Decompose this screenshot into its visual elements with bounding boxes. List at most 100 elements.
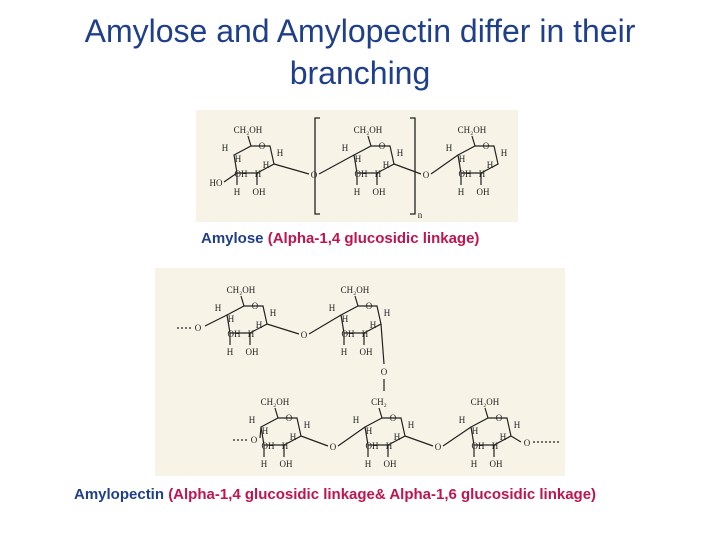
oh-label: OH [472, 441, 485, 451]
oh-label: OH [235, 169, 248, 179]
bond-line [318, 154, 355, 175]
h-label: H [383, 160, 390, 170]
h-label: H [459, 415, 466, 425]
h-label: H [255, 169, 262, 179]
amylose-linkage: (Alpha-1,4 glucosidic linkage) [267, 230, 480, 247]
h-label: H [487, 160, 494, 170]
glycosidic-oxygen-label: O [423, 170, 430, 180]
oh-label: OH [360, 347, 373, 357]
bond-line [266, 323, 300, 335]
oh-label: OH [373, 187, 386, 197]
h-label: H [222, 143, 229, 153]
glycosidic-oxygen-label: O [330, 442, 337, 452]
ring-oxygen-label: O [259, 141, 266, 151]
h-label: H [479, 169, 486, 179]
h-label: H [215, 303, 222, 313]
ch2oh-label: CH₂OH [261, 397, 290, 407]
ch2oh-label: CH₂OH [458, 125, 487, 135]
h-label: H [397, 148, 404, 158]
ring-oxygen-label: O [379, 141, 386, 151]
oh-label: OH [459, 169, 472, 179]
oh-label: OH [253, 187, 266, 197]
bond-line [484, 407, 489, 419]
repeat-n-label: n [418, 210, 423, 220]
oh-label: OH [246, 347, 259, 357]
h-label: H [375, 169, 382, 179]
oh-label: OH [477, 187, 490, 197]
h-label: H [270, 308, 277, 318]
ring-oxygen-label: O [366, 301, 373, 311]
bond-line [393, 163, 422, 175]
bond-line [223, 172, 238, 183]
h-label: H [235, 154, 242, 164]
h-label: H [458, 187, 465, 197]
bond-line [380, 323, 385, 365]
h-label: H [394, 432, 401, 442]
h-label: H [342, 143, 349, 153]
bond-line [404, 435, 434, 447]
h-label: H [341, 347, 348, 357]
amylose-caption: Amylose (Alpha-1,4 glucosidic linkage) [201, 230, 479, 247]
h-label: H [386, 441, 393, 451]
bond-line [247, 135, 252, 147]
oh-label: OH [366, 441, 379, 451]
ring-oxygen-label: O [390, 413, 397, 423]
ring-oxygen-label: O [496, 413, 503, 423]
ring-oxygen-label: O [252, 301, 259, 311]
bond-line [274, 407, 279, 419]
h-label: H [472, 426, 479, 436]
h-label: H [446, 143, 453, 153]
h-label: H [353, 415, 360, 425]
oh-label: OH [384, 459, 397, 469]
h-label: H [248, 329, 255, 339]
ch2oh-label: CH₂OH [354, 125, 383, 135]
h-label: H [492, 441, 499, 451]
repeat-bracket-right [410, 117, 416, 215]
amylopectin-caption: Amylopectin (Alpha-1,4 glucosidic linkag… [74, 486, 596, 503]
h-label: H [355, 154, 362, 164]
oh-label: OH [342, 329, 355, 339]
oh-label: OH [355, 169, 368, 179]
glycosidic-oxygen-label: O [195, 323, 202, 333]
h-label: H [408, 420, 415, 430]
bond-line [354, 295, 359, 307]
glycosidic-oxygen-label: O [301, 330, 308, 340]
h-label: H [261, 459, 268, 469]
bond-line [273, 163, 310, 175]
h-label: H [304, 420, 311, 430]
oh-label: OH [490, 459, 503, 469]
h-label: H [329, 303, 336, 313]
h-label: H [290, 432, 297, 442]
h-label: H [459, 154, 466, 164]
bond-line [308, 314, 342, 335]
bond-line [442, 426, 472, 447]
bond-line [337, 426, 366, 447]
ch2oh-label: CH₂ [371, 397, 387, 407]
bond-line [430, 154, 459, 175]
h-label: H [370, 320, 377, 330]
bond-line [378, 407, 383, 419]
ch2oh-label: CH₂OH [227, 285, 256, 295]
h-label: H [263, 160, 270, 170]
h-label: H [282, 441, 289, 451]
h-label: H [342, 314, 349, 324]
oh-label: OH [262, 441, 275, 451]
bond-line [240, 295, 245, 307]
h-label: H [365, 459, 372, 469]
bond-line [367, 135, 372, 147]
ring-oxygen-label: O [483, 141, 490, 151]
bond-line [300, 435, 329, 447]
bond-line [471, 135, 476, 147]
glycosidic-oxygen-label: O [251, 435, 258, 445]
ch2oh-label: CH₂OH [234, 125, 263, 135]
h-label: H [256, 320, 263, 330]
h-label: H [366, 426, 373, 436]
h-label: H [384, 308, 391, 318]
h-label: H [514, 420, 521, 430]
glycosidic-oxygen-label: O [435, 442, 442, 452]
repeat-bracket-left [314, 117, 320, 215]
